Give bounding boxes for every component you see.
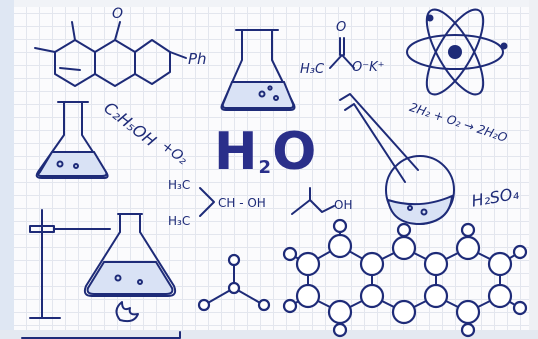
erlenmeyer-flask-bottom-icon [83,213,177,297]
isopropanol-methyl-bottom: H₃C [168,214,191,228]
top-border [0,0,538,7]
round-bottom-flask-icon [339,93,455,226]
acetate-oxygen-top-label: O [336,20,347,35]
right-border [529,0,538,339]
isopropanol-methyl-top: H₃C [168,178,191,192]
acetate-structure-icon [329,37,355,69]
erlenmeyer-flask-top-icon [220,29,296,111]
flame-icon [115,301,139,323]
ketone-oxygen-label: O [112,6,124,22]
tetrahedral-molecule-icon [197,253,271,312]
h2o-hydrogen: H [214,122,259,182]
isopropanol-center: CH - OH [218,196,266,210]
h2o-subscript: 2 [258,157,273,178]
alcohol-structure-icon [199,187,335,217]
left-border [0,0,14,339]
ring-structure-icon [34,21,187,87]
phenyl-label: Ph [188,50,207,68]
bottom-border [0,330,538,339]
h2o-oxygen: O [272,122,318,182]
lab-stand-icon [21,209,181,339]
erlenmeyer-flask-left-icon [35,101,109,179]
atom-icon [406,8,508,96]
hydroxyl-label: OH [334,198,353,212]
acetate-methyl-label: H₃C [300,62,325,77]
h2o-title: H2O [214,122,317,182]
acetate-potassium-label: O⁻K⁺ [352,60,385,75]
ball-and-stick-molecule-icon [282,218,528,338]
